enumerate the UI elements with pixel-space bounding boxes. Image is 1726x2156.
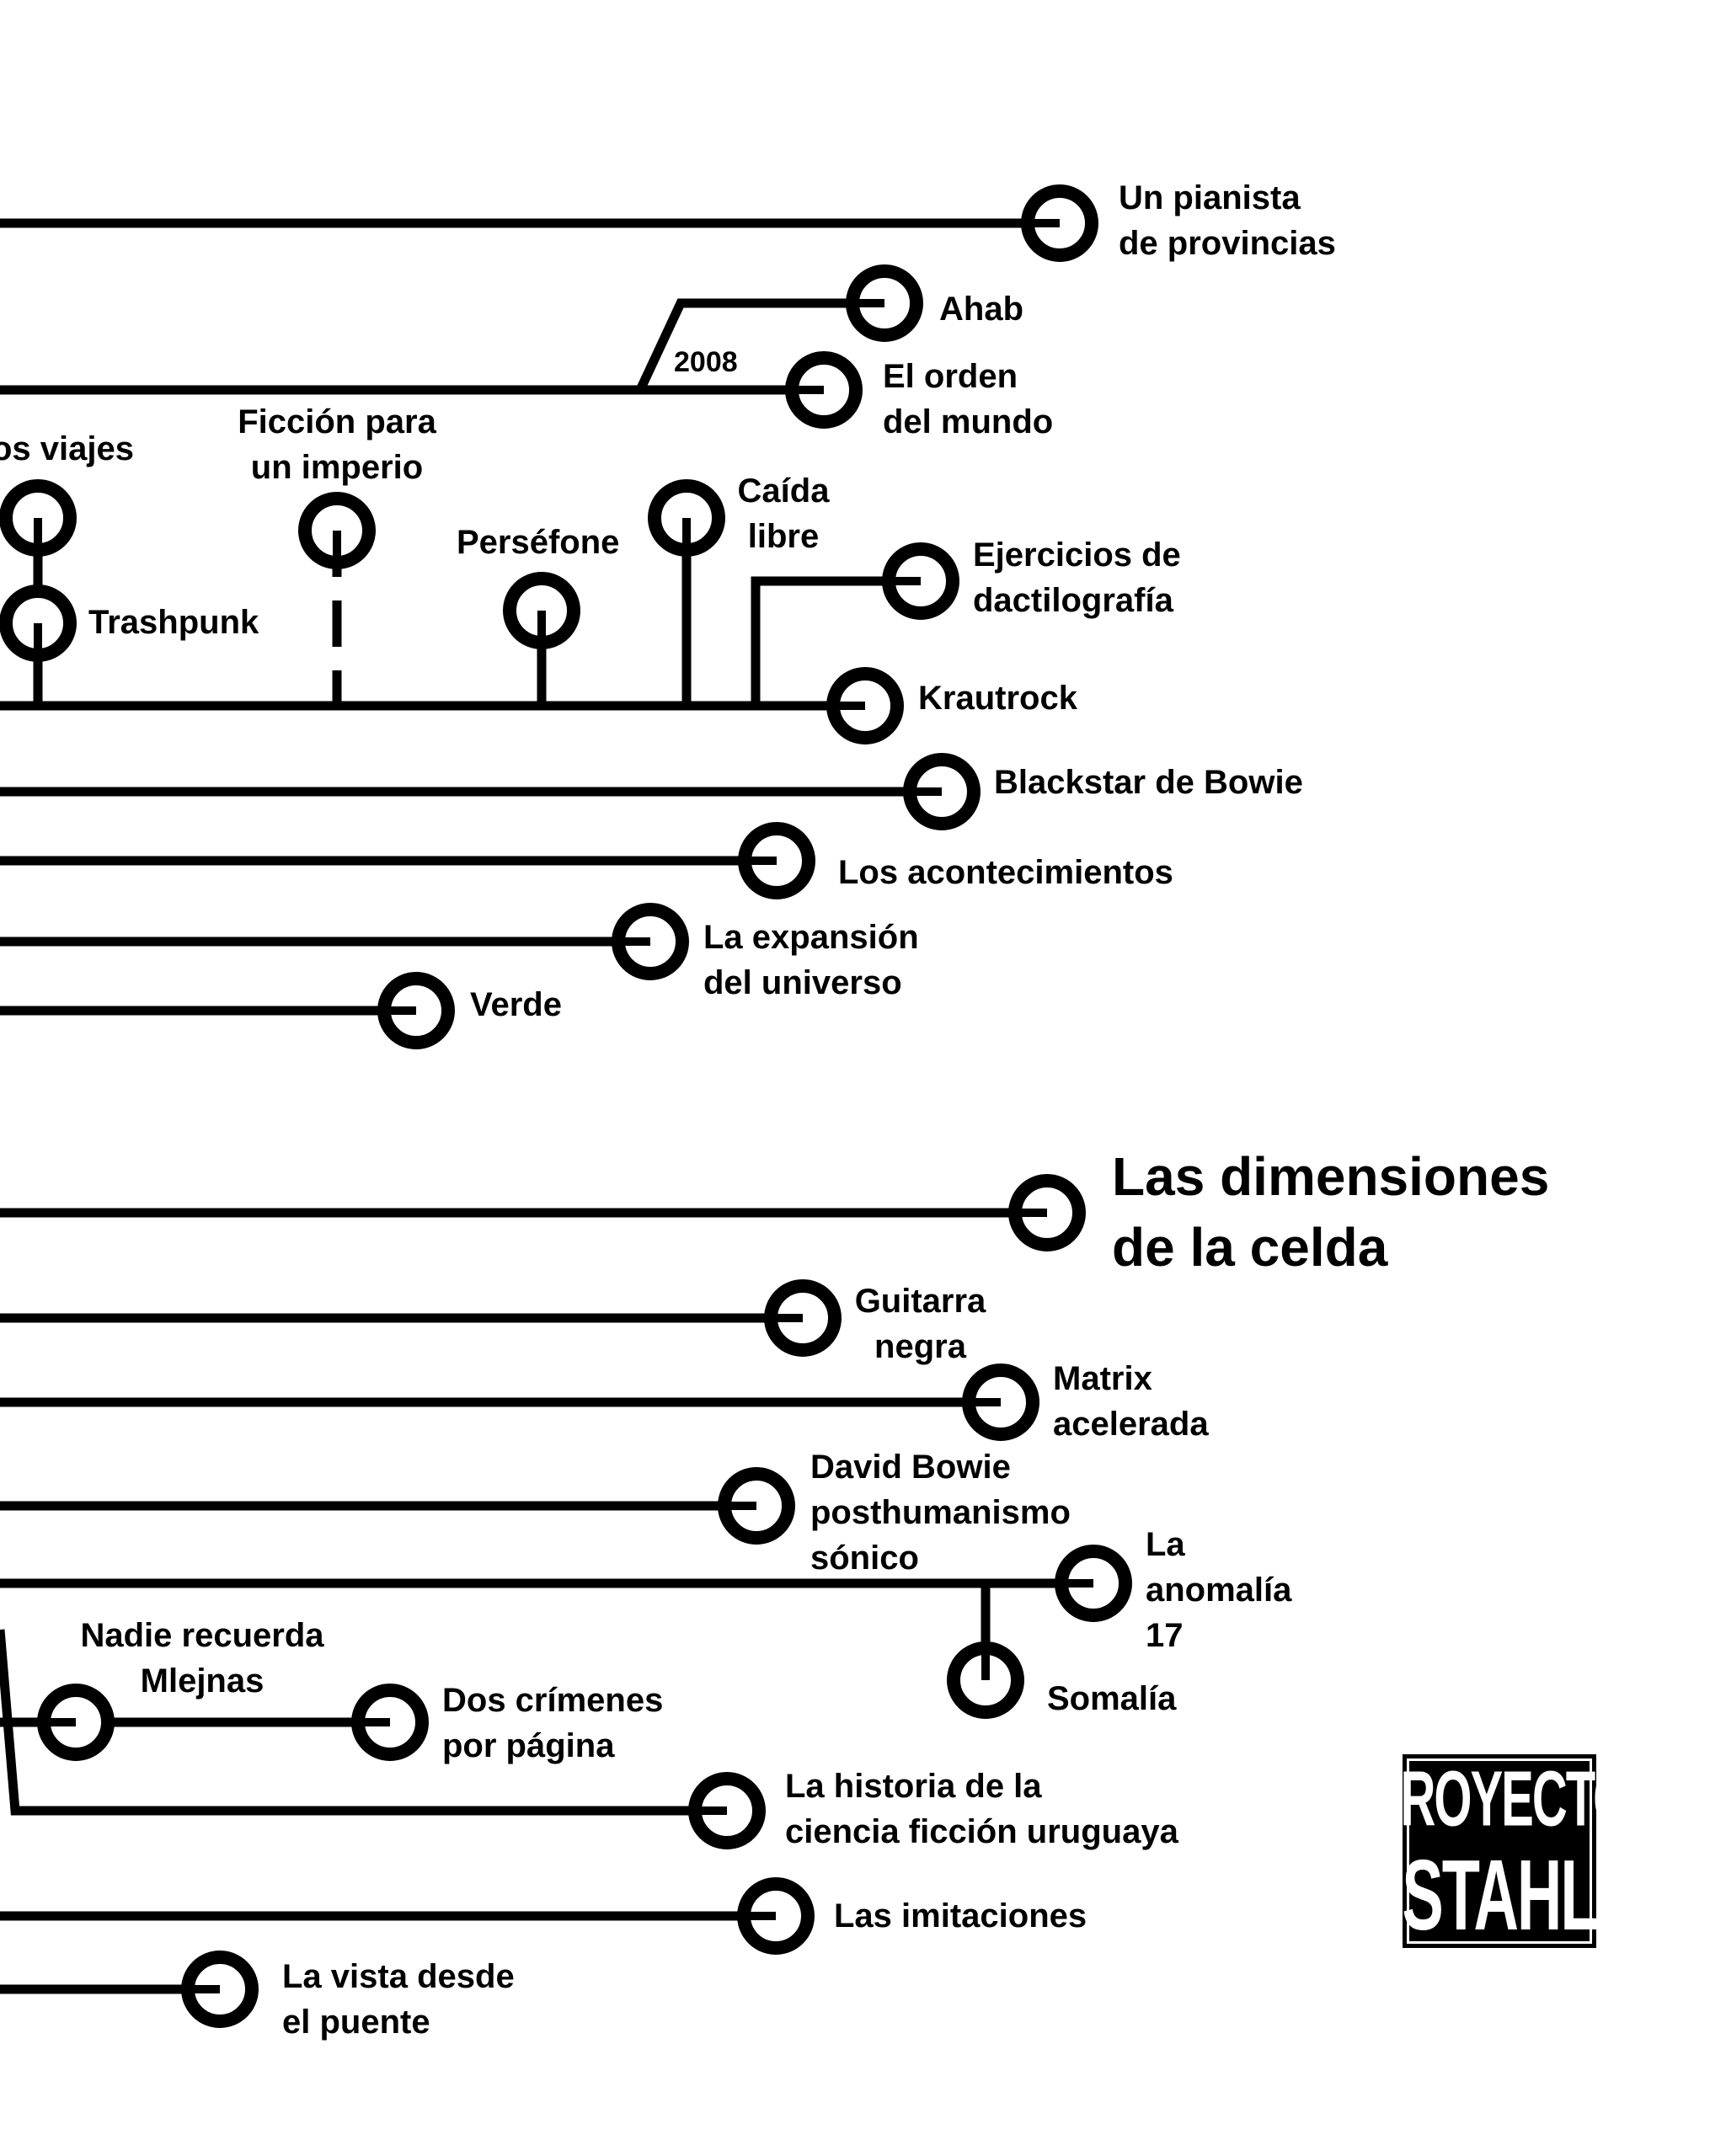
station-label-guitarra-negra: Guitarra negra bbox=[854, 1283, 986, 1365]
station-label-las-dimensiones-de-la-celda: Las dimensiones de la celda bbox=[1112, 1146, 1550, 1278]
station-imitaciones-icon bbox=[737, 1877, 815, 1955]
station-label-caida-libre: Caída libre bbox=[737, 472, 830, 555]
station-anomalia-icon bbox=[1055, 1545, 1132, 1622]
logo-line-2: STAHL bbox=[1402, 1838, 1598, 1951]
station-label-trashpunk: Trashpunk bbox=[88, 604, 259, 641]
station-label-el-orden-del-mundo: El orden del mundo bbox=[883, 358, 1054, 440]
station-matrix-icon bbox=[962, 1364, 1039, 1441]
station-label-la-vista-desde-el-puente: La vista desde el puente bbox=[282, 1958, 515, 2041]
station-label-matrix-acelerada: Matrix acelerada bbox=[1053, 1360, 1209, 1443]
station-ahab-icon bbox=[846, 264, 923, 342]
station-label-los-acontecimientos: Los acontecimientos bbox=[838, 854, 1173, 891]
station-historia-icon bbox=[688, 1772, 766, 1849]
station-bowie-icon bbox=[718, 1467, 795, 1545]
station-krautrock-icon bbox=[826, 667, 904, 744]
station-persefone-icon bbox=[503, 572, 580, 649]
station-label-somalia: Somalía bbox=[1047, 1680, 1177, 1717]
station-label-nadie-recuerda-mlejnas: Nadie recuerda Mlejnas bbox=[80, 1617, 324, 1700]
station-label-dos-crimenes-por-pagina: Dos crímenes por página bbox=[442, 1682, 664, 1764]
station-acontecimientos-icon bbox=[738, 822, 815, 899]
station-label-la-historia-de-la-ciencia-ficcion-uruguaya: La historia de la ciencia ficción urugua… bbox=[785, 1768, 1178, 1850]
station-dimensiones-icon bbox=[1008, 1174, 1086, 1251]
station-label-blackstar-de-bowie: Blackstar de Bowie bbox=[994, 764, 1303, 801]
line-historia bbox=[0, 1629, 724, 1816]
year-label-2008: 2008 bbox=[674, 346, 738, 378]
station-label-persefone: Perséfone bbox=[457, 524, 620, 561]
station-label-verde: Verde bbox=[470, 986, 562, 1023]
station-ficcion-icon bbox=[298, 492, 376, 569]
station-blackstar-icon bbox=[903, 753, 981, 830]
station-viajes-icon bbox=[0, 479, 77, 557]
station-label-un-pianista-de-provincias: Un pianista de provincias bbox=[1119, 179, 1336, 262]
station-somalia-icon bbox=[947, 1641, 1024, 1719]
station-caida-icon bbox=[648, 479, 725, 557]
station-label-ficcion-para-un-imperio: Ficción para un imperio bbox=[238, 403, 436, 486]
logo-line-1: PROYECTO bbox=[1369, 1755, 1631, 1844]
station-crimenes-icon bbox=[351, 1684, 429, 1761]
station-label-krautrock: Krautrock bbox=[918, 680, 1077, 717]
line-branch-ahab bbox=[636, 298, 884, 392]
station-nadie-icon bbox=[37, 1684, 115, 1761]
station-ejercicios-icon bbox=[882, 542, 959, 620]
station-label-ejercicios-de-dactilografia: Ejercicios de dactilografía bbox=[973, 536, 1181, 619]
station-label-la-expansion-del-universo: La expansión del universo bbox=[703, 919, 919, 1001]
proyecto-stahl-logo: PROYECTO STAHL bbox=[1370, 1754, 1631, 1951]
station-label-ahab: Ahab bbox=[939, 291, 1023, 328]
spur-ejercicios bbox=[751, 576, 918, 706]
station-vista-icon bbox=[181, 1951, 259, 2028]
station-guitarra-icon bbox=[764, 1279, 842, 1357]
station-label-los-viajes: os viajes bbox=[0, 430, 135, 467]
station-label-las-imitaciones: Las imitaciones bbox=[834, 1897, 1087, 1935]
station-trashpunk-icon bbox=[0, 584, 77, 662]
station-expansion-icon bbox=[612, 903, 689, 980]
station-label-david-bowie-posthumanismo-sonico: David Bowie posthumanismo sónico bbox=[810, 1449, 1071, 1577]
station-verde-icon bbox=[377, 972, 455, 1049]
station-orden-icon bbox=[785, 351, 863, 429]
station-label-la-anomalia-17: La anomalía 17 bbox=[1146, 1526, 1292, 1654]
station-pianista-icon bbox=[1021, 184, 1098, 262]
